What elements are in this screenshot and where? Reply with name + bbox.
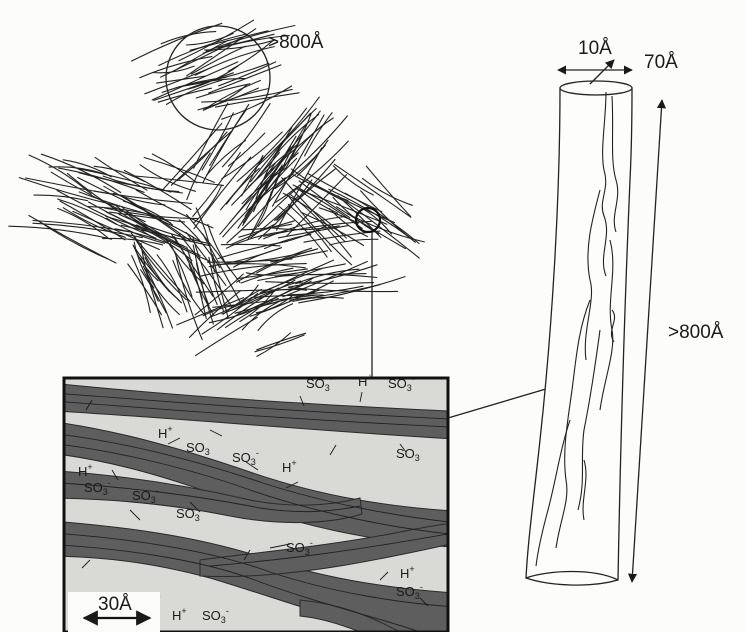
fiber-width-pointer [590, 60, 614, 84]
chem-subscript: 3 [251, 457, 256, 467]
fibril-strand [347, 202, 419, 258]
chem-subscript: 3 [205, 447, 210, 457]
fibril-strand [29, 216, 116, 264]
fibril-strand [194, 157, 251, 229]
fibril-strand [238, 269, 308, 279]
chem-base: SO [286, 540, 305, 555]
chem-base: SO [396, 584, 415, 599]
fibril-strand [311, 274, 366, 275]
chem-superscript: - [156, 486, 159, 496]
chem-subscript: 3 [103, 487, 108, 497]
fiber-length-arrow [632, 100, 662, 582]
chem-base: SO [306, 376, 325, 391]
fibril-strand [308, 173, 382, 211]
fibril-strand [243, 159, 297, 226]
chem-subscript: 3 [325, 383, 330, 393]
chem-subscript: 3 [151, 495, 156, 505]
fibril-cluster [9, 20, 425, 356]
fibril-strand [255, 335, 304, 352]
chem-subscript: 3 [305, 547, 310, 557]
chem-base: SO [186, 440, 205, 455]
fiber-top-end [560, 81, 632, 95]
chem-superscript: - [420, 582, 423, 592]
fibril-strand [153, 66, 195, 73]
chem-superscript: - [108, 478, 111, 488]
fibril-strand [251, 109, 317, 182]
fibril-strand [9, 226, 112, 239]
chem-base: H [172, 608, 181, 623]
fibril-strand [152, 62, 238, 100]
chem-superscript: - [226, 606, 229, 616]
fiber-length-label: >800Å [668, 322, 724, 343]
chem-superscript: + [409, 564, 414, 574]
fibril-strand [136, 190, 213, 228]
inset-to-fiber-arrow [448, 386, 556, 418]
chem-superscript: + [367, 372, 372, 382]
single-fiber [526, 81, 632, 585]
fibril-strand [140, 57, 212, 78]
fibril-strand [140, 165, 196, 192]
fibril-strand [257, 333, 306, 350]
chem-base: SO [388, 376, 407, 391]
chem-base: SO [202, 608, 221, 623]
chem-subscript: 3 [415, 591, 420, 601]
chem-superscript: - [256, 448, 259, 458]
chem-superscript: + [291, 458, 296, 468]
chem-base: SO [84, 480, 103, 495]
chem-base: H [282, 460, 291, 475]
chem-subscript: 3 [415, 453, 420, 463]
chem-base: H [158, 426, 167, 441]
fibril-strand [219, 62, 276, 86]
chem-superscript: + [87, 462, 92, 472]
chem-subscript: 3 [221, 615, 226, 625]
chem-subscript: 3 [195, 513, 200, 523]
fibril-strand [257, 333, 291, 357]
fiber-width-label: 10Å [578, 38, 612, 59]
chem-superscript: - [330, 374, 333, 384]
cluster-size-label: >800Å [268, 32, 324, 53]
fibril-strand [190, 291, 241, 338]
chem-base: H [400, 566, 409, 581]
chem-superscript: - [412, 374, 415, 384]
chem-base: SO [176, 506, 195, 521]
scale-bar-label: 30Å [98, 594, 132, 615]
chem-subscript: 3 [407, 383, 412, 393]
chem-base: SO [232, 450, 251, 465]
chem-base: H [358, 374, 367, 389]
chem-superscript: + [167, 424, 172, 434]
fiber-diameter-label: 70Å [644, 52, 678, 73]
fibril-strand [194, 186, 222, 223]
fibril-strand [159, 34, 246, 66]
chem-base: H [78, 464, 87, 479]
chem-superscript: - [310, 538, 313, 548]
fibril-strand [162, 123, 222, 191]
fibril-strand [227, 169, 260, 204]
chem-base: SO [396, 446, 415, 461]
chem-base: SO [132, 488, 151, 503]
chem-superscript: + [181, 606, 186, 616]
